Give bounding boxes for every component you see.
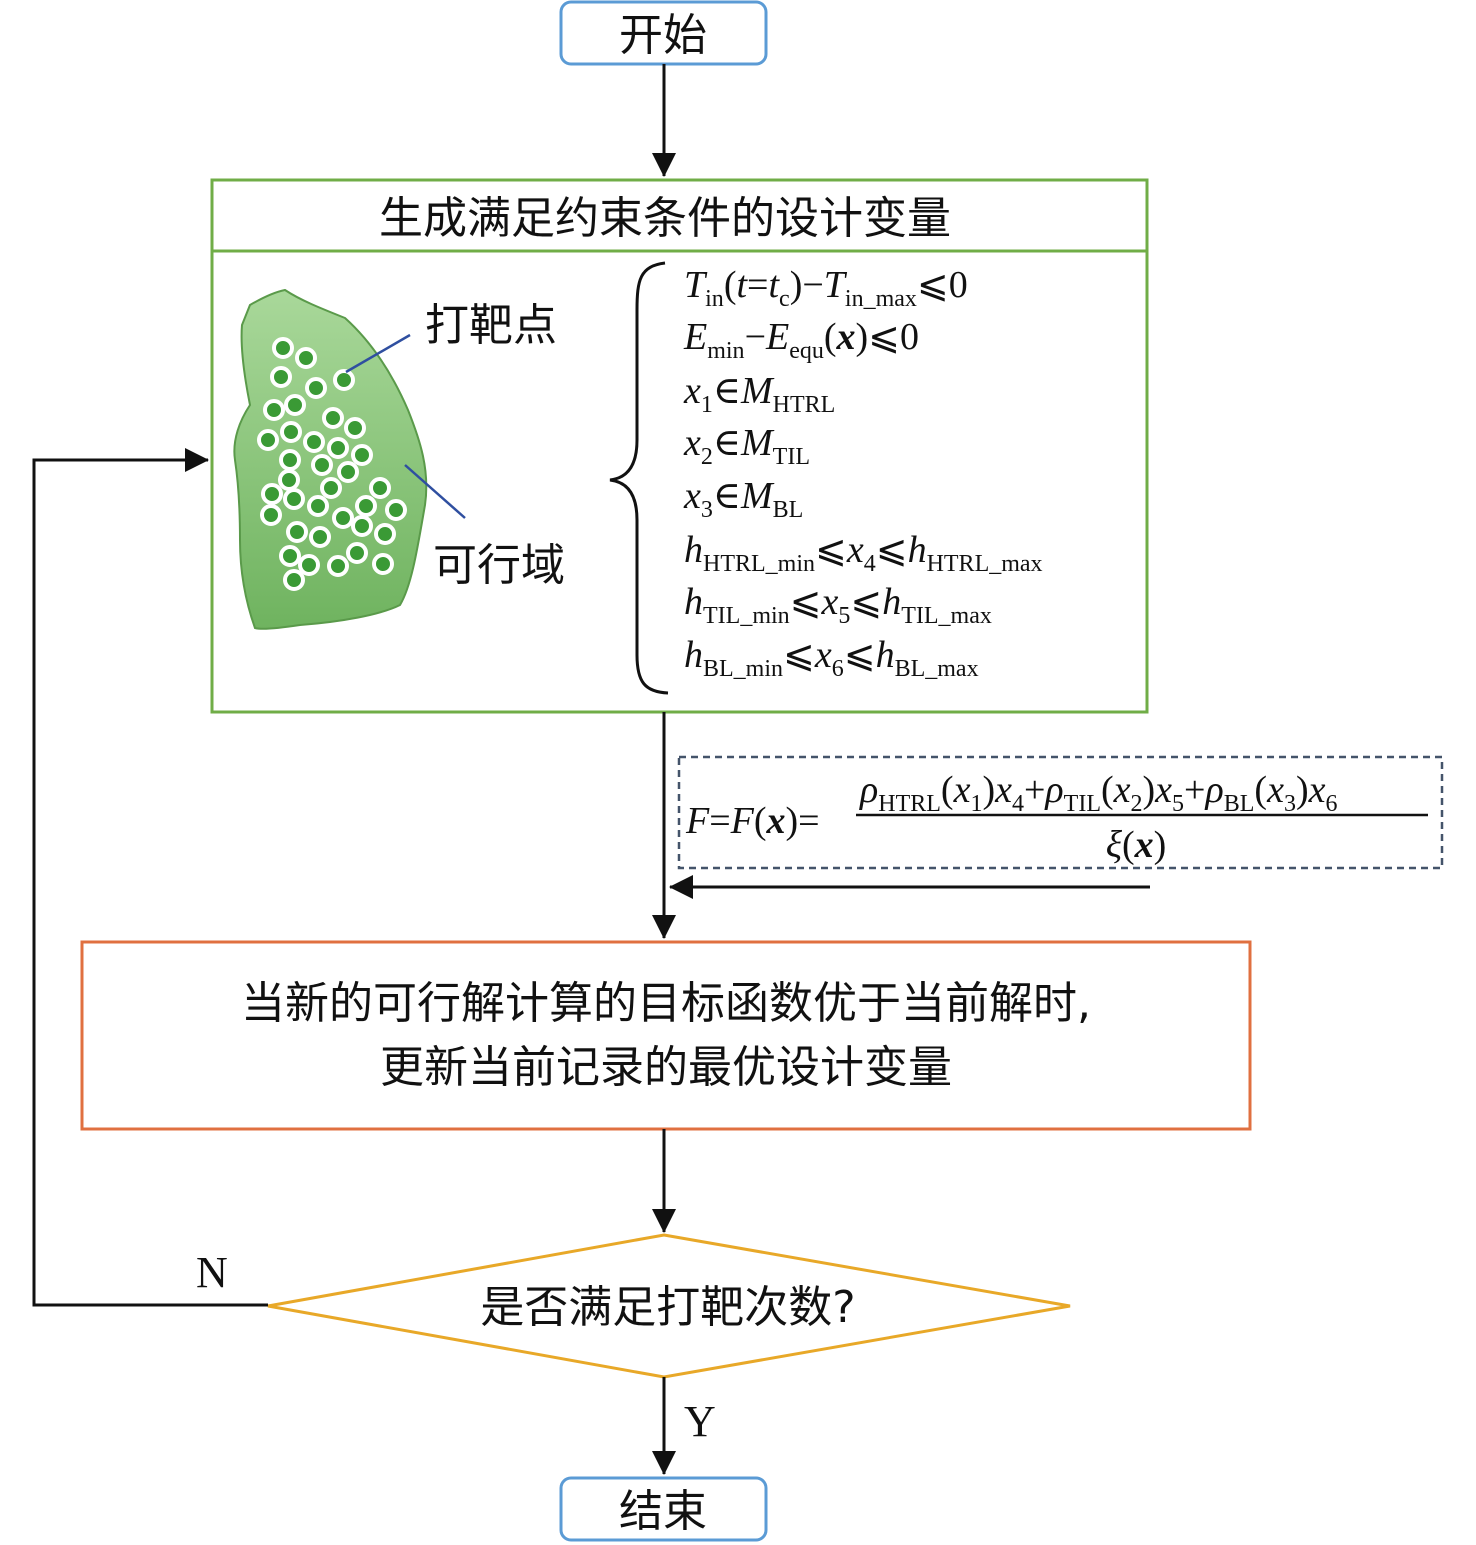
constraint-2: Emin−Eequ(x)⩽0 <box>683 316 919 364</box>
target-point-dot <box>298 554 320 576</box>
constraint-7: hTIL_min⩽x5⩽hTIL_max <box>684 581 992 629</box>
target-point-dot <box>305 377 327 399</box>
constraint-brace <box>609 261 669 695</box>
feasible-region-leader <box>404 464 466 519</box>
update-box <box>80 940 1252 1131</box>
constraint-4: x2∈MTIL <box>683 422 810 470</box>
target-point-dot <box>346 542 368 564</box>
end-terminal <box>559 1476 768 1542</box>
yes-label: Y <box>684 1397 716 1446</box>
feasible-region-label: 可行域 <box>433 540 565 591</box>
target-point-dot <box>272 337 294 359</box>
target-point-leader <box>345 333 411 374</box>
target-point-dot <box>332 507 354 529</box>
target-point-dot <box>283 488 305 510</box>
target-point-dot <box>351 444 373 466</box>
no-label: N <box>196 1248 228 1297</box>
end-label: 结束 <box>619 1486 707 1537</box>
objective-numerator: ρHTRL(x1)x4+ρTIL(x2)x5+ρBL(x3)x6 <box>859 769 1337 817</box>
target-point-dot <box>385 499 407 521</box>
objective-lhs: F=F(x)= <box>685 800 820 842</box>
update-line-1: 当新的可行解计算的目标函数优于当前解时, <box>241 978 1091 1029</box>
target-point-dot <box>327 437 349 459</box>
target-point-dot <box>311 454 333 476</box>
target-point-dot <box>261 483 283 505</box>
target-point-dot <box>351 515 373 537</box>
objective-box <box>677 755 1444 870</box>
target-point-dot <box>280 421 302 443</box>
target-point-dot <box>260 504 282 526</box>
constraint-5: x3∈MBL <box>683 475 803 523</box>
loop-back-line <box>32 448 268 1307</box>
target-point-dot <box>327 555 349 577</box>
constraint-3: x1∈MHTRL <box>683 370 835 418</box>
start-label: 开始 <box>619 10 707 61</box>
target-point-dot <box>309 526 331 548</box>
target-point-dot <box>333 369 355 391</box>
target-point-label: 打靶点 <box>425 300 557 351</box>
target-point-dot <box>286 521 308 543</box>
constraint-1: Tin(t=tc)−Tin_max⩽0 <box>684 264 968 312</box>
constraint-6: hHTRL_min⩽x4⩽hHTRL_max <box>684 529 1043 577</box>
target-point-dot <box>279 449 301 471</box>
target-point-dot <box>344 417 366 439</box>
target-point-dot <box>284 394 306 416</box>
target-point-dot <box>283 569 305 591</box>
target-point-dot <box>374 523 396 545</box>
target-point-dot <box>369 477 391 499</box>
constraint-8: hBL_min⩽x6⩽hBL_max <box>684 634 979 682</box>
target-point-dot <box>320 477 342 499</box>
target-point-dot <box>337 461 359 483</box>
objective-denominator: ξ(x) <box>1106 824 1167 866</box>
target-point-dot <box>278 469 300 491</box>
target-point-dot <box>263 399 285 421</box>
objective-formula: F=F(x)= ρHTRL(x1)x4+ρTIL(x2)x5+ρBL(x3)x6… <box>685 769 1428 866</box>
constraint-list: Tin(t=tc)−Tin_max⩽0 Emin−Eequ(x)⩽0 x1∈MH… <box>683 264 1043 682</box>
target-point-dot <box>307 495 329 517</box>
decision-label: 是否满足打靶次数? <box>480 1282 855 1333</box>
generate-title: 生成满足约束条件的设计变量 <box>379 193 951 244</box>
target-point-dot <box>303 431 325 453</box>
target-point-dot <box>355 495 377 517</box>
target-point-dot <box>372 553 394 575</box>
target-point-dot <box>322 407 344 429</box>
target-point-dot <box>270 366 292 388</box>
update-line-2: 更新当前记录的最优设计变量 <box>380 1042 952 1093</box>
target-point-dot <box>295 347 317 369</box>
target-point-dot <box>279 545 301 567</box>
target-point-dot <box>257 429 279 451</box>
target-points <box>257 337 407 591</box>
